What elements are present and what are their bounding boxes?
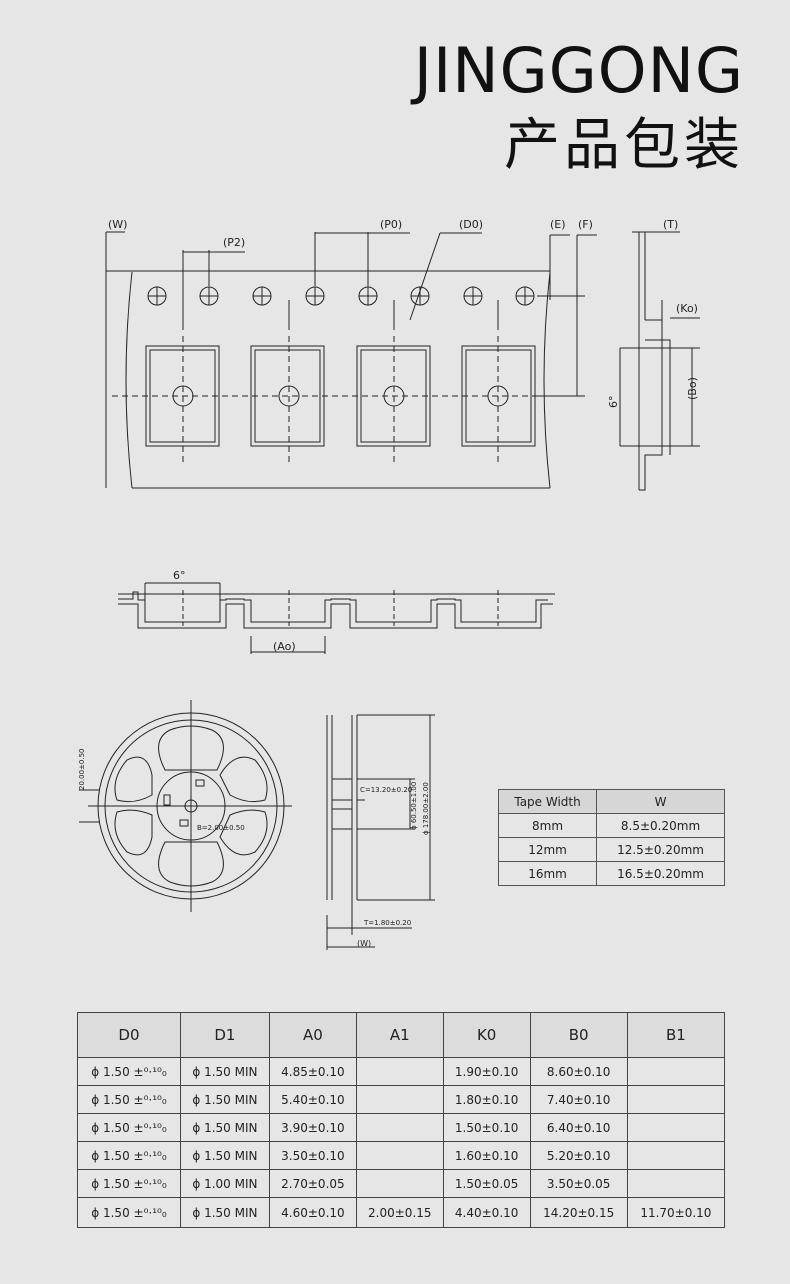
tape-width-cell: 8mm bbox=[497, 813, 598, 838]
spec-cell: ϕ 1.00 MIN bbox=[179, 1169, 270, 1198]
w-cell: 16.5±0.20mm bbox=[596, 861, 725, 886]
label-ko: (Ko) bbox=[676, 302, 698, 315]
drawing-labels: (W) (P2) (P0) (D0) (E) (F) (T) (Ko) (Bo)… bbox=[78, 218, 699, 948]
spec-cell bbox=[355, 1141, 444, 1170]
spec-cell: 1.50±0.10 bbox=[442, 1113, 531, 1142]
tape-width-cell: 16mm bbox=[497, 861, 598, 886]
spec-cell: ϕ 1.50 MIN bbox=[179, 1057, 270, 1086]
label-ao: (Ao) bbox=[273, 640, 296, 653]
label-f: (F) bbox=[578, 218, 593, 231]
spec-cell: 2.00±0.15 bbox=[355, 1197, 444, 1228]
spec-cell: 2.70±0.05 bbox=[268, 1169, 357, 1198]
spec-cell: ϕ 1.50 ±⁰·¹⁰₀ bbox=[77, 1085, 181, 1114]
spec-cell: ϕ 1.50 ±⁰·¹⁰₀ bbox=[77, 1197, 181, 1228]
w-cell: 8.5±0.20mm bbox=[596, 813, 725, 838]
spec-cell: ϕ 1.50 ±⁰·¹⁰₀ bbox=[77, 1169, 181, 1198]
spec-cell: ϕ 1.50 ±⁰·¹⁰₀ bbox=[77, 1141, 181, 1170]
spec-cell: ϕ 1.50 ±⁰·¹⁰₀ bbox=[77, 1113, 181, 1142]
label-angle-top: 6° bbox=[607, 396, 620, 409]
spec-cell bbox=[626, 1141, 726, 1170]
label-e: (E) bbox=[550, 218, 566, 231]
spec-cell: 1.90±0.10 bbox=[442, 1057, 531, 1086]
label-p0: (P0) bbox=[380, 218, 402, 231]
spec-cell: 6.40±0.10 bbox=[529, 1113, 628, 1142]
spec-cell: 4.40±0.10 bbox=[442, 1197, 531, 1228]
spec-cell: 3.50±0.05 bbox=[529, 1169, 628, 1198]
spec-cell bbox=[626, 1057, 726, 1086]
label-angle-side: 6° bbox=[173, 569, 186, 582]
table-row: 16mm 16.5±0.20mm bbox=[497, 861, 725, 886]
label-reel-w: (W) bbox=[357, 939, 371, 948]
spec-cell bbox=[355, 1169, 444, 1198]
spec-cell: 3.50±0.10 bbox=[268, 1141, 357, 1170]
spec-cell: 1.80±0.10 bbox=[442, 1085, 531, 1114]
spec-cell: ϕ 1.50 MIN bbox=[179, 1197, 270, 1228]
spec-cell: 7.40±0.10 bbox=[529, 1085, 628, 1114]
page-subtitle: 产品包装 bbox=[504, 113, 744, 178]
spec-cell: 8.60±0.10 bbox=[529, 1057, 628, 1086]
spec-cell bbox=[355, 1113, 444, 1142]
spec-cell bbox=[626, 1085, 726, 1114]
spec-cell: 14.20±0.15 bbox=[529, 1197, 628, 1228]
spec-cell: ϕ 1.50 MIN bbox=[179, 1113, 270, 1142]
label-reel-b: B=2.00±0.50 bbox=[197, 824, 245, 832]
table-row: 8mm 8.5±0.20mm bbox=[497, 813, 725, 838]
spec-cell: 5.20±0.10 bbox=[529, 1141, 628, 1170]
spec-cell: 5.40±0.10 bbox=[268, 1085, 357, 1114]
label-p2: (P2) bbox=[223, 236, 245, 249]
spec-cell bbox=[355, 1057, 444, 1086]
spec-cell: 1.60±0.10 bbox=[442, 1141, 531, 1170]
table-row: 12mm 12.5±0.20mm bbox=[497, 837, 725, 862]
header-k0: K0 bbox=[442, 1012, 531, 1058]
spec-cell bbox=[626, 1113, 726, 1142]
label-reel-outer: ϕ 178.00±2.00 bbox=[422, 782, 430, 835]
spec-cell: 1.50±0.05 bbox=[442, 1169, 531, 1198]
tape-reel-drawing: (W) (P2) (P0) (D0) (E) (F) (T) (Ko) (Bo)… bbox=[78, 218, 700, 950]
brand-title: JINGGONG bbox=[413, 34, 744, 107]
header-b1: B1 bbox=[626, 1012, 726, 1058]
label-reel-left: 20.00±0.50 bbox=[78, 749, 86, 791]
header-b0: B0 bbox=[529, 1012, 628, 1058]
w-cell: 12.5±0.20mm bbox=[596, 837, 725, 862]
tape-width-header: Tape Width bbox=[497, 789, 598, 814]
spec-cell: ϕ 1.50 MIN bbox=[179, 1085, 270, 1114]
spec-cell: ϕ 1.50 ±⁰·¹⁰₀ bbox=[77, 1057, 181, 1086]
spec-cell: ϕ 1.50 MIN bbox=[179, 1141, 270, 1170]
label-t: (T) bbox=[663, 218, 678, 231]
label-bo: (Bo) bbox=[686, 377, 699, 400]
spec-cell bbox=[626, 1169, 726, 1198]
label-reel-hub: ϕ 60.50±1.00 bbox=[410, 782, 418, 830]
w-header: W bbox=[596, 789, 725, 814]
label-d0: (D0) bbox=[459, 218, 483, 231]
sprocket-holes bbox=[147, 286, 535, 306]
spec-cell bbox=[355, 1085, 444, 1114]
label-reel-t: T=1.80±0.20 bbox=[363, 919, 411, 927]
tape-width-table: Tape Width W 8mm 8.5±0.20mm 12mm 12.5±0.… bbox=[497, 789, 725, 886]
spec-cell: 11.70±0.10 bbox=[626, 1197, 726, 1228]
label-w: (W) bbox=[108, 218, 127, 231]
header-d1: D1 bbox=[179, 1012, 270, 1058]
spec-cell: 4.60±0.10 bbox=[268, 1197, 357, 1228]
header-a1: A1 bbox=[355, 1012, 444, 1058]
spec-cell: 4.85±0.10 bbox=[268, 1057, 357, 1086]
label-reel-c: C=13.20±0.20 bbox=[360, 786, 412, 794]
header-a0: A0 bbox=[268, 1012, 357, 1058]
header-d0: D0 bbox=[77, 1012, 181, 1058]
tape-width-cell: 12mm bbox=[497, 837, 598, 862]
spec-cell: 3.90±0.10 bbox=[268, 1113, 357, 1142]
